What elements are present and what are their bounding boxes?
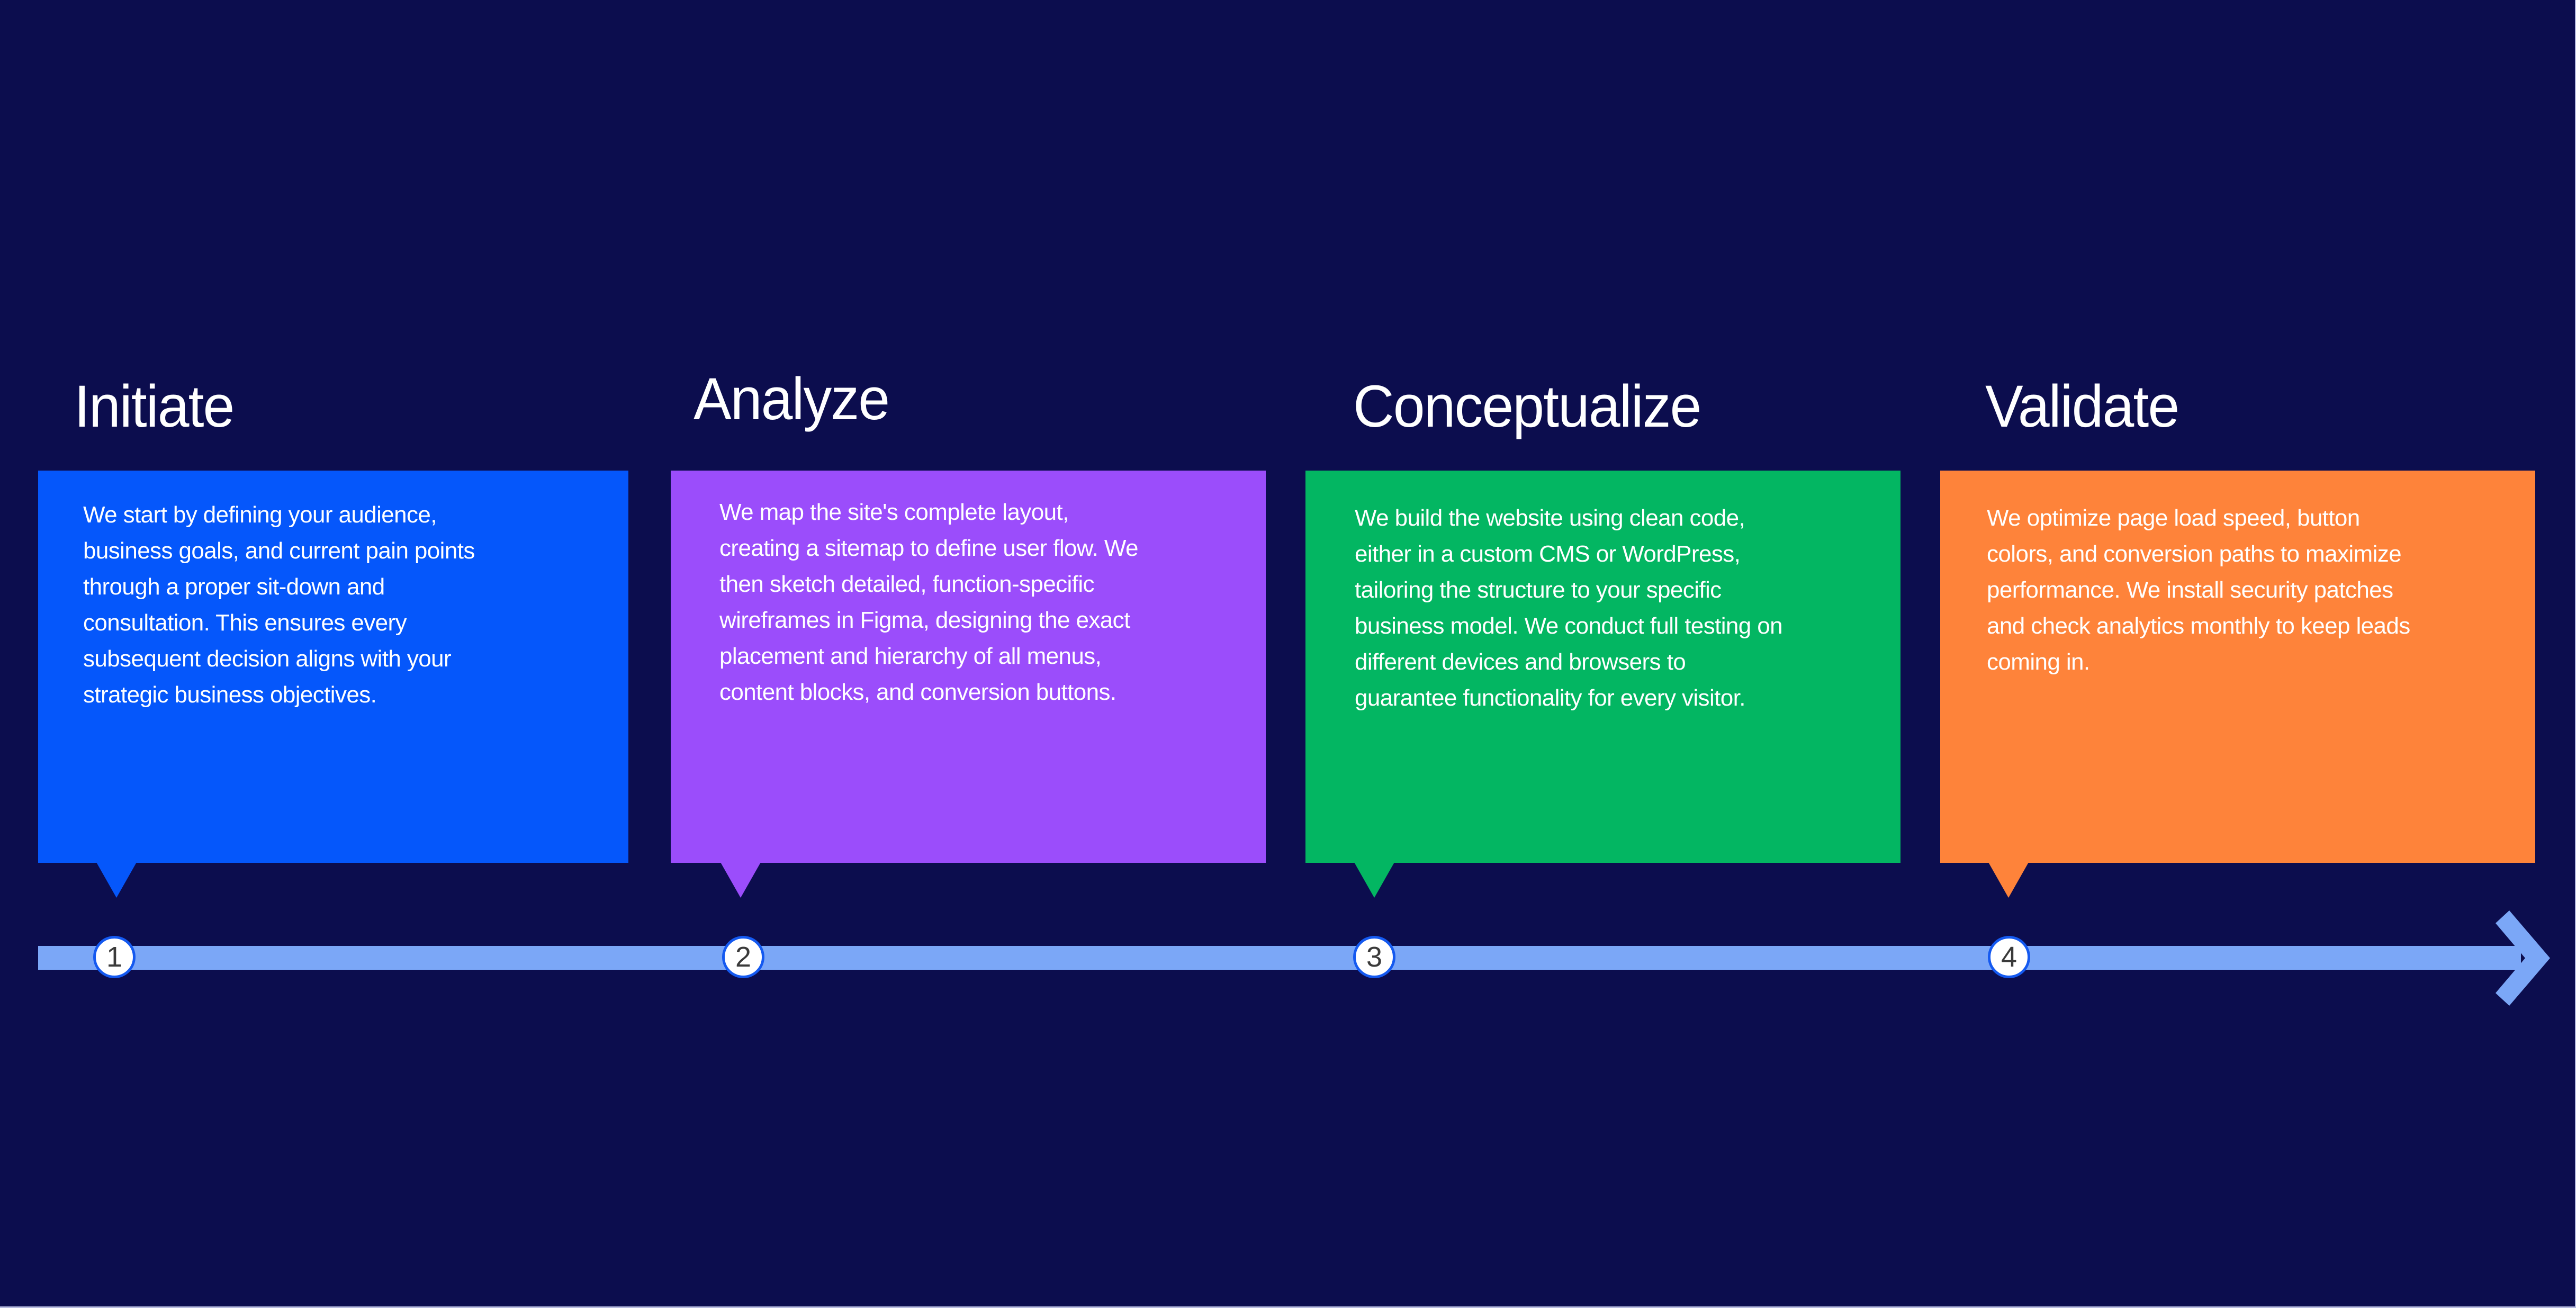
step-marker-1: 1 <box>93 936 136 978</box>
description-line: We build the website using clean code, <box>1355 505 1745 531</box>
stage-4-title: Validate <box>1985 373 2179 439</box>
description-line: either in a custom CMS or WordPress, <box>1355 541 1741 567</box>
description-line: through a proper sit-down and <box>83 574 385 600</box>
description-line: We map the site's complete layout, <box>719 499 1069 525</box>
description-line: wireframes in Figma, designing the exact <box>719 607 1130 633</box>
description-line: strategic business objectives. <box>83 682 377 708</box>
description-line: performance. We install security patches <box>1987 577 2393 603</box>
description-line: colors, and conversion paths to maximize <box>1987 541 2402 567</box>
stage-4-card: We optimize page load speed, button colo… <box>1940 471 2535 863</box>
description-line: guarantee functionality for every visito… <box>1355 685 1745 711</box>
description-line: content blocks, and conversion buttons. <box>719 679 1116 705</box>
description-line: consultation. This ensures every <box>83 610 407 636</box>
description-line: then sketch detailed, function-specific <box>719 571 1095 597</box>
description-line: business goals, and current pain points <box>83 538 475 564</box>
arrow-right-icon <box>2496 910 2550 1006</box>
timeline-bar <box>38 946 2521 970</box>
stage-1-title: Initiate <box>74 373 235 439</box>
description-line: different devices and browsers to <box>1355 649 1686 675</box>
stage-3-card: We build the website using clean code, e… <box>1305 471 1901 863</box>
stage-2-description: We map the site's complete layout, creat… <box>719 494 1138 710</box>
stage-1-card: We start by defining your audience, busi… <box>38 471 628 863</box>
stage-1-description: We start by defining your audience, busi… <box>83 497 475 713</box>
step-marker-2: 2 <box>722 936 764 978</box>
stage-3-title: Conceptualize <box>1353 373 1701 439</box>
description-line: We optimize page load speed, button <box>1987 505 2360 531</box>
description-line: We start by defining your audience, <box>83 502 437 528</box>
description-line: creating a sitemap to define user flow. … <box>719 535 1138 561</box>
description-line: subsequent decision aligns with your <box>83 646 452 672</box>
description-line: tailoring the structure to your specific <box>1355 577 1722 603</box>
description-line: coming in. <box>1987 649 2090 675</box>
description-line: placement and hierarchy of all menus, <box>719 643 1102 669</box>
description-line: business model. We conduct full testing … <box>1355 613 1783 639</box>
stage-2-card: We map the site's complete layout, creat… <box>671 471 1266 863</box>
stage-1-pointer-icon <box>96 862 137 898</box>
stage-2-title: Analyze <box>693 366 890 432</box>
description-line: and check analytics monthly to keep lead… <box>1987 613 2410 639</box>
stage-4-pointer-icon <box>1988 862 2029 898</box>
stage-3-description: We build the website using clean code, e… <box>1355 500 1783 716</box>
stage-3-pointer-icon <box>1354 862 1394 898</box>
step-marker-4: 4 <box>1988 936 2030 978</box>
step-marker-3: 3 <box>1353 936 1395 978</box>
stage-4-description: We optimize page load speed, button colo… <box>1987 500 2410 680</box>
stage-2-pointer-icon <box>720 862 761 898</box>
